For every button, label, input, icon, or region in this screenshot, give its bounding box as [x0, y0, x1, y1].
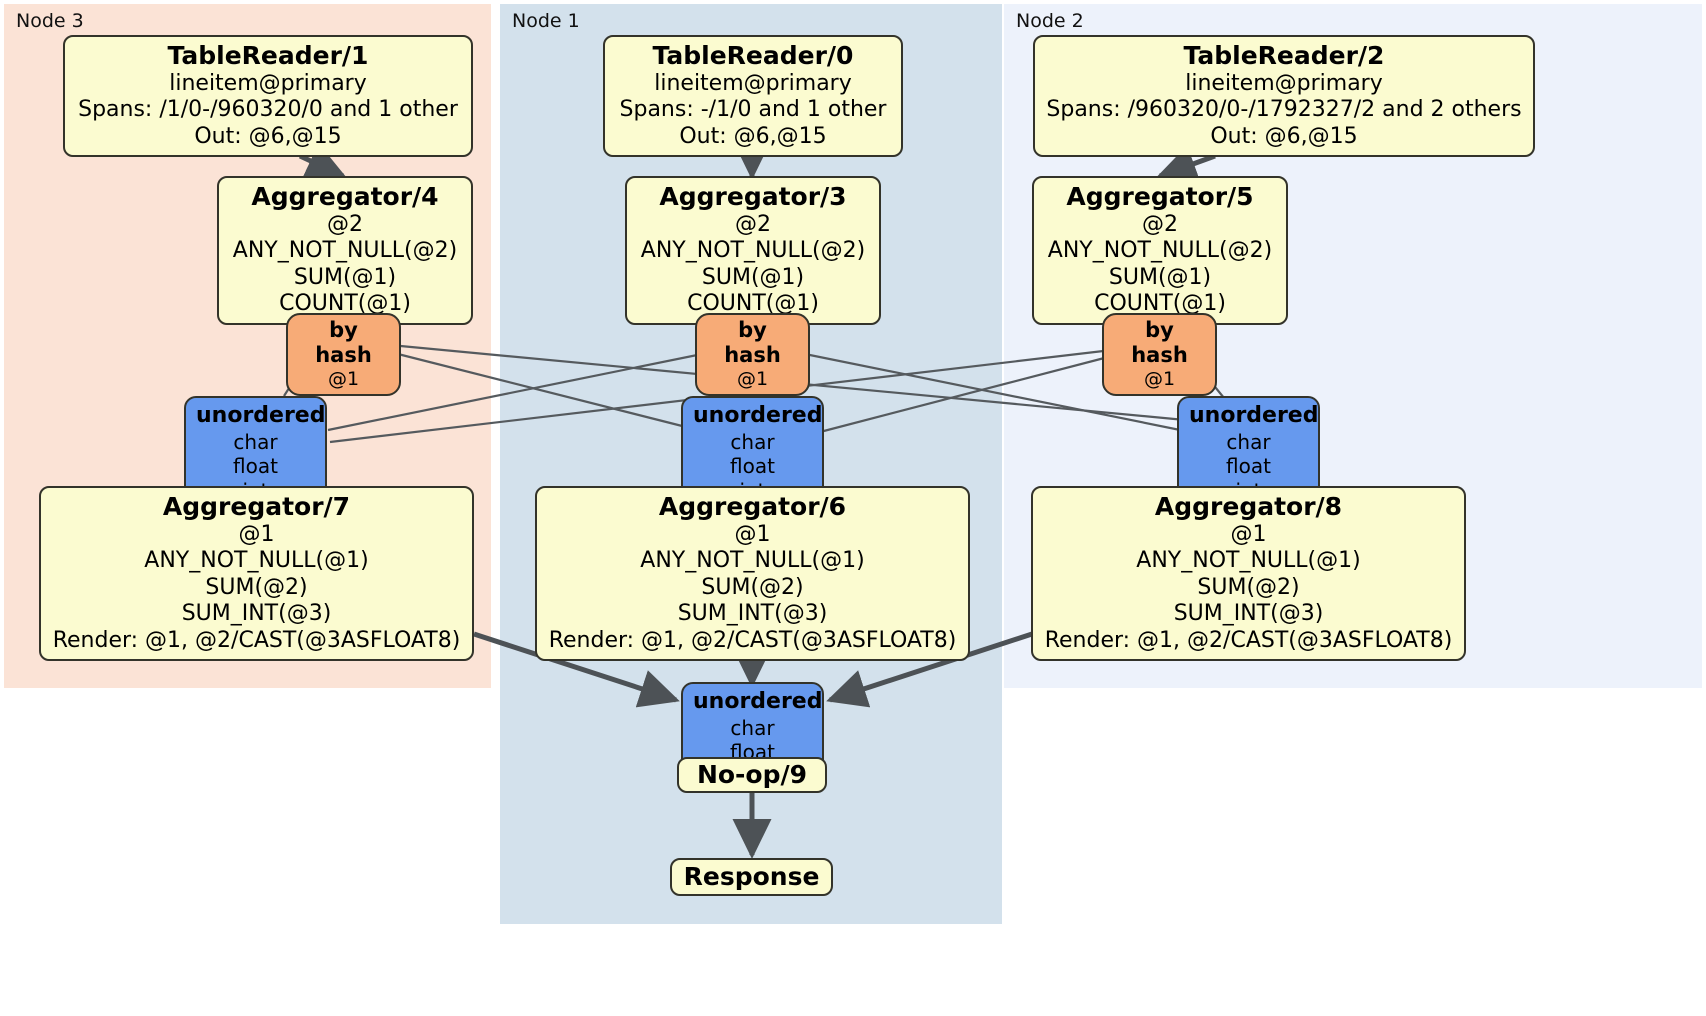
processor-aggregator-6[interactable]: Aggregator/6 @1 ANY_NOT_NULL(@1) SUM(@2)…: [535, 486, 970, 661]
processor-aggregator-4[interactable]: Aggregator/4 @2 ANY_NOT_NULL(@2) SUM(@1)…: [217, 176, 473, 325]
processor-title: Aggregator/4: [251, 182, 439, 211]
processor-detail-agg1: ANY_NOT_NULL(@2): [232, 238, 458, 264]
router-type-0: char: [730, 429, 775, 454]
router-title: unordered: [693, 403, 823, 428]
processor-title: TableReader/2: [1183, 41, 1385, 70]
node-panel-label-node2: Node 2: [1016, 10, 1084, 32]
processor-aggregator-8[interactable]: Aggregator/8 @1 ANY_NOT_NULL(@1) SUM(@2)…: [1031, 486, 1466, 661]
router-type-1: float: [233, 454, 278, 479]
processor-detail-table: lineitem@primary: [654, 71, 852, 96]
processor-title: Aggregator/8: [1154, 492, 1343, 521]
processor-title: Response: [683, 861, 820, 891]
output-router-by-hash-right[interactable]: by hash @1: [1102, 313, 1217, 396]
processor-detail-render: Render: @1, @2/CAST(@3ASFLOAT8): [548, 627, 957, 653]
processor-detail-agg2: SUM(@1): [701, 264, 805, 290]
processor-detail-spans: Spans: /1/0-/960320/0 and 1 other: [78, 97, 458, 123]
router-title: unordered: [1189, 403, 1319, 428]
node-panel-label-node3: Node 3: [16, 10, 84, 32]
processor-table-reader-1[interactable]: TableReader/1 lineitem@primary Spans: /1…: [63, 35, 473, 158]
processor-response[interactable]: Response: [670, 858, 833, 896]
processor-title: TableReader/1: [167, 41, 369, 70]
processor-detail-agg3: COUNT(@1): [1094, 291, 1226, 317]
hash-badge-column: @1: [327, 367, 360, 390]
processor-detail-agg2: SUM(@1): [1108, 264, 1212, 290]
processor-detail-out: Out: @6,@15: [194, 123, 342, 149]
processor-detail-groupcol: @1: [1230, 522, 1267, 547]
processor-title: No-op/9: [696, 759, 808, 789]
router-type-0: char: [1226, 429, 1271, 454]
router-title: unordered: [196, 403, 326, 428]
output-router-by-hash-left[interactable]: by hash @1: [286, 313, 401, 396]
processor-detail-agg1: ANY_NOT_NULL(@1): [1136, 548, 1361, 574]
processor-detail-agg2: SUM(@2): [1197, 574, 1300, 600]
hash-badge-title: by hash: [724, 318, 781, 367]
processor-detail-groupcol: @2: [735, 212, 771, 237]
hash-badge-column: @1: [736, 367, 769, 390]
processor-detail-table: lineitem@primary: [1185, 71, 1383, 96]
processor-title: Aggregator/7: [162, 492, 351, 521]
processor-detail-out: Out: @6,@15: [679, 123, 827, 149]
hash-badge-title: by hash: [1131, 318, 1188, 367]
router-type-0: char: [233, 429, 278, 454]
processor-detail-agg1: ANY_NOT_NULL(@1): [144, 548, 369, 574]
hash-badge-title: by hash: [315, 318, 372, 367]
output-router-by-hash-center[interactable]: by hash @1: [695, 313, 810, 396]
processor-detail-agg2: SUM(@2): [701, 574, 804, 600]
processor-aggregator-3[interactable]: Aggregator/3 @2 ANY_NOT_NULL(@2) SUM(@1)…: [625, 176, 881, 325]
processor-detail-agg3: SUM_INT(@3): [677, 601, 828, 627]
processor-detail-agg1: ANY_NOT_NULL(@2): [640, 238, 866, 264]
processor-detail-spans: Spans: -/1/0 and 1 other: [619, 97, 887, 123]
router-type-1: float: [730, 454, 775, 479]
processor-detail-spans: Spans: /960320/0-/1792327/2 and 2 others: [1046, 97, 1522, 123]
processor-detail-agg3: COUNT(@1): [279, 291, 411, 317]
processor-detail-render: Render: @1, @2/CAST(@3ASFLOAT8): [1044, 627, 1453, 653]
processor-detail-agg3: COUNT(@1): [687, 291, 819, 317]
processor-detail-groupcol: @2: [1142, 212, 1178, 237]
router-type-1: float: [1226, 454, 1271, 479]
processor-title: TableReader/0: [652, 41, 854, 70]
node-panel-label-node1: Node 1: [512, 10, 580, 32]
processor-table-reader-0[interactable]: TableReader/0 lineitem@primary Spans: -/…: [603, 35, 903, 158]
processor-detail-groupcol: @1: [238, 522, 275, 547]
processor-aggregator-5[interactable]: Aggregator/5 @2 ANY_NOT_NULL(@2) SUM(@1)…: [1032, 176, 1288, 325]
processor-detail-table: lineitem@primary: [169, 71, 367, 96]
processor-detail-groupcol: @1: [734, 522, 771, 547]
processor-title: Aggregator/6: [658, 492, 847, 521]
processor-detail-out: Out: @6,@15: [1210, 123, 1358, 149]
processor-detail-agg3: SUM_INT(@3): [1173, 601, 1324, 627]
processor-title: Aggregator/5: [1066, 182, 1254, 211]
processor-detail-groupcol: @2: [327, 212, 363, 237]
processor-noop-9[interactable]: No-op/9: [677, 757, 827, 793]
processor-detail-agg2: SUM(@1): [293, 264, 397, 290]
router-title: unordered: [693, 689, 823, 714]
hash-badge-column: @1: [1143, 367, 1176, 390]
processor-detail-agg2: SUM(@2): [205, 574, 308, 600]
router-type-0: char: [730, 715, 775, 740]
processor-table-reader-2[interactable]: TableReader/2 lineitem@primary Spans: /9…: [1033, 35, 1535, 158]
processor-detail-render: Render: @1, @2/CAST(@3ASFLOAT8): [52, 627, 461, 653]
processor-detail-agg3: SUM_INT(@3): [181, 601, 332, 627]
processor-aggregator-7[interactable]: Aggregator/7 @1 ANY_NOT_NULL(@1) SUM(@2)…: [39, 486, 474, 661]
processor-detail-agg1: ANY_NOT_NULL(@2): [1047, 238, 1273, 264]
processor-detail-agg1: ANY_NOT_NULL(@1): [640, 548, 865, 574]
processor-title: Aggregator/3: [659, 182, 847, 211]
